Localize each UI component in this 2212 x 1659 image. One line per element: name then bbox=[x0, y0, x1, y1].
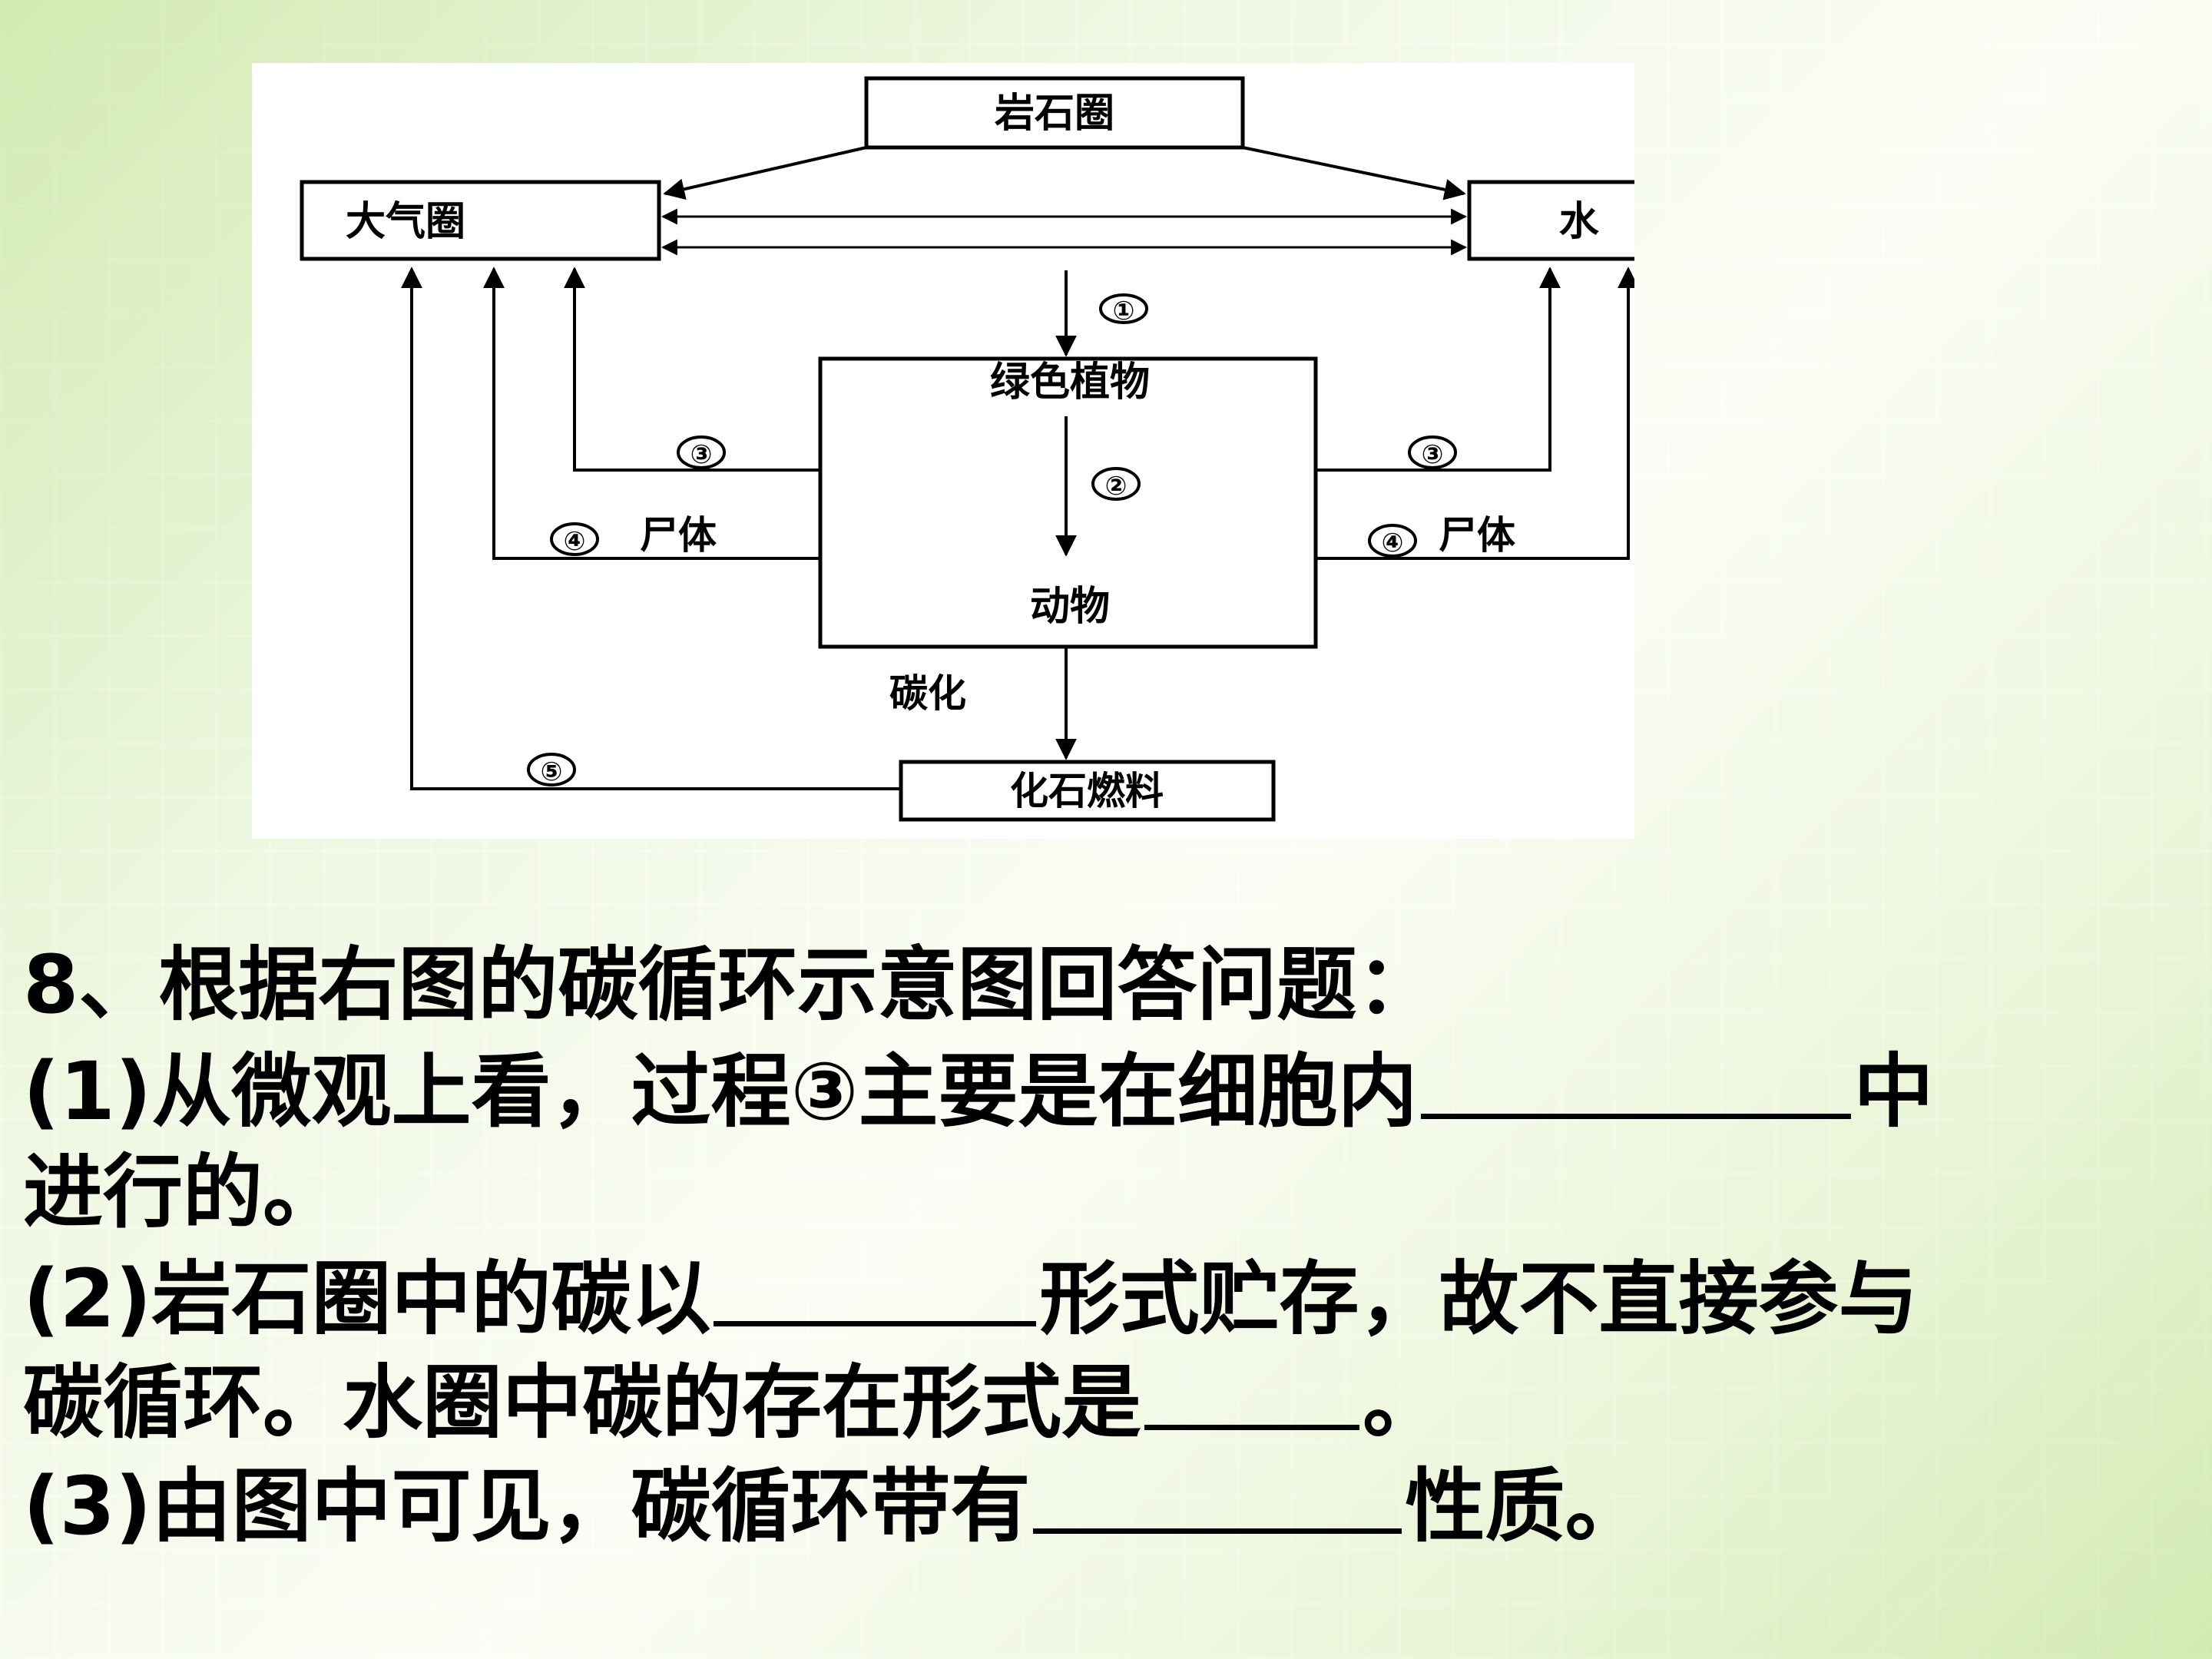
lithosphere-node: 岩石圈 bbox=[864, 76, 1245, 150]
process-5-marker: ⑤ bbox=[527, 753, 576, 787]
svg-text:③: ③ bbox=[690, 439, 713, 470]
svg-text:②: ② bbox=[1105, 471, 1128, 502]
corpse-left-label: 尸体 bbox=[640, 513, 717, 558]
q1-text: 从微观上看，过程③主要是在细胞内 bbox=[151, 1045, 1418, 1138]
q2-line2-text: 碳循环。水圈中碳的存在形式是 bbox=[23, 1356, 1142, 1449]
fossil-fuel-node: 化石燃料 bbox=[899, 760, 1276, 822]
arrow-process-5 bbox=[401, 267, 901, 790]
plants-animals-node: 绿色植物 动物 bbox=[818, 356, 1318, 649]
arrow-litho-to-atmo bbox=[663, 146, 867, 200]
svg-text:③: ③ bbox=[1422, 439, 1444, 470]
process-4-right-marker: ④ bbox=[1368, 524, 1417, 558]
atmosphere-node: 大气圈 bbox=[300, 180, 661, 261]
q2-text: 岩石圈中的碳以 bbox=[151, 1252, 711, 1346]
process-2-marker: ② bbox=[1091, 467, 1141, 502]
q3-number: (3) bbox=[23, 1459, 152, 1553]
q2-number: (2) bbox=[23, 1252, 152, 1346]
svg-text:⑤: ⑤ bbox=[541, 757, 563, 787]
question-3-line-1: (3)由图中可见，碳循环带有 性质。 bbox=[23, 1452, 2197, 1555]
fossil-fuel-label: 化石燃料 bbox=[1010, 769, 1164, 813]
process-1-marker: ① bbox=[1099, 293, 1148, 326]
svg-text:①: ① bbox=[1113, 296, 1135, 326]
question-title: 8、根据右图的碳循环示意图回答问题： bbox=[23, 938, 1437, 1031]
question-2-line-1: (2)岩石圈中的碳以 形式贮存，故不直接参与 bbox=[23, 1244, 2197, 1348]
q2-mid: 形式贮存，故不直接参与 bbox=[1039, 1252, 1919, 1346]
question-block: 8、根据右图的碳循环示意图回答问题： (1)从微观上看，过程③主要是在细胞内中 … bbox=[23, 933, 2197, 1555]
q1-answer-blank[interactable] bbox=[1420, 1037, 1851, 1119]
green-plants-label: 绿色植物 bbox=[990, 359, 1150, 406]
corpse-right-label: 尸体 bbox=[1439, 513, 1515, 558]
animals-label: 动物 bbox=[1030, 584, 1110, 630]
question-1-line-1: (1)从微观上看，过程③主要是在细胞内 中 bbox=[23, 1037, 2197, 1141]
q2-answer-blank-2[interactable] bbox=[1144, 1348, 1360, 1430]
q3-text: 由图中可见，碳循环带有 bbox=[151, 1459, 1031, 1553]
carbonization-label: 碳化 bbox=[889, 671, 966, 716]
q1-tail: 中 bbox=[1853, 1045, 1934, 1138]
svg-text:④: ④ bbox=[564, 526, 586, 557]
q3-tail: 性质。 bbox=[1405, 1459, 1645, 1553]
carbon-cycle-diagram: 岩石圈 大气圈 水 圈 绿色植物 动物 化石燃料 ① bbox=[252, 63, 1634, 839]
svg-text:④: ④ bbox=[1382, 528, 1404, 558]
q3-answer-blank[interactable] bbox=[1033, 1452, 1402, 1534]
arrow-litho-to-hydro bbox=[1242, 146, 1466, 200]
q2-end: 。 bbox=[1363, 1356, 1443, 1449]
arrow-process-4-left bbox=[483, 267, 820, 560]
question-2-line-2: 碳循环。水圈中碳的存在形式是 。 bbox=[23, 1348, 2197, 1452]
lithosphere-label: 岩石圈 bbox=[995, 91, 1114, 137]
process-4-left-marker: ④ bbox=[550, 522, 599, 557]
question-1-line-2: 进行的。 bbox=[23, 1145, 343, 1239]
hydrosphere-label: 水 圈 bbox=[1559, 199, 1634, 245]
q2-answer-blank-1[interactable] bbox=[714, 1244, 1037, 1326]
process-3-right-marker: ③ bbox=[1408, 435, 1457, 470]
process-3-left-marker: ③ bbox=[677, 435, 726, 470]
atmosphere-label: 大气圈 bbox=[346, 199, 465, 245]
hydrosphere-node: 水 圈 bbox=[1467, 180, 1634, 261]
arrow-process-3-right bbox=[1316, 267, 1561, 472]
q1-number: (1) bbox=[23, 1045, 152, 1138]
arrow-process-3-left bbox=[564, 267, 820, 472]
arrow-process-4-right bbox=[1316, 267, 1634, 560]
